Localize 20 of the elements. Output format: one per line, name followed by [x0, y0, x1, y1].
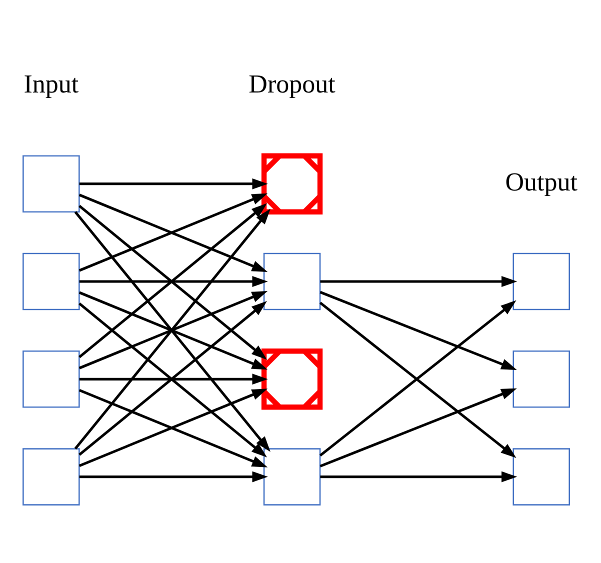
arrow	[320, 276, 518, 287]
arrow	[79, 471, 268, 482]
arrow	[79, 178, 268, 190]
label: Dropout	[248, 70, 336, 99]
node-box	[22, 448, 80, 506]
arrow	[79, 374, 268, 385]
node-box	[22, 252, 80, 310]
node-box	[263, 252, 321, 310]
node-box	[512, 350, 570, 408]
arrow	[320, 290, 517, 370]
arrow	[79, 276, 268, 287]
node-box	[22, 155, 80, 212]
arrow	[320, 388, 517, 468]
node-box	[512, 448, 570, 506]
arrow	[320, 471, 518, 482]
node-box	[22, 350, 80, 408]
node-box	[512, 252, 570, 310]
label: Output	[505, 167, 578, 196]
node-box	[263, 448, 321, 506]
label: Input	[24, 70, 79, 99]
